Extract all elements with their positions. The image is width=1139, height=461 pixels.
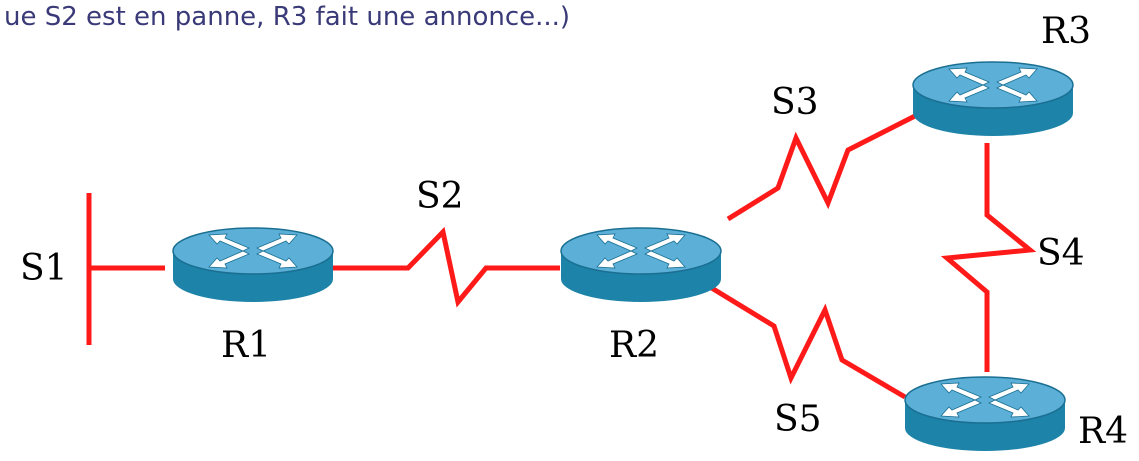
link-label-s3: S3 <box>771 82 819 123</box>
router-label-r2: R2 <box>609 325 659 366</box>
router-label-r4: R4 <box>1078 411 1128 452</box>
router-r3 <box>912 61 1074 137</box>
link-label-s5: S5 <box>774 399 822 440</box>
link-label-s2: S2 <box>416 176 464 217</box>
link-s4 <box>940 143 1037 372</box>
link-label-s4: S4 <box>1037 233 1085 274</box>
router-label-r3: R3 <box>1041 11 1091 52</box>
router-r4 <box>904 376 1066 452</box>
router-icon <box>560 227 722 303</box>
router-icon <box>172 227 334 303</box>
router-icon <box>912 61 1074 137</box>
caption-text: ue S2 est en panne, R3 fait une annonce.… <box>4 2 571 32</box>
router-icon <box>904 376 1066 452</box>
router-label-r1: R1 <box>221 325 271 366</box>
link-s3 <box>726 113 917 222</box>
link-s5 <box>708 284 907 400</box>
link-s2 <box>330 226 560 308</box>
router-r2 <box>560 227 722 303</box>
router-r1 <box>172 227 334 303</box>
link-s1 <box>86 193 165 345</box>
link-label-s1: S1 <box>20 248 68 289</box>
